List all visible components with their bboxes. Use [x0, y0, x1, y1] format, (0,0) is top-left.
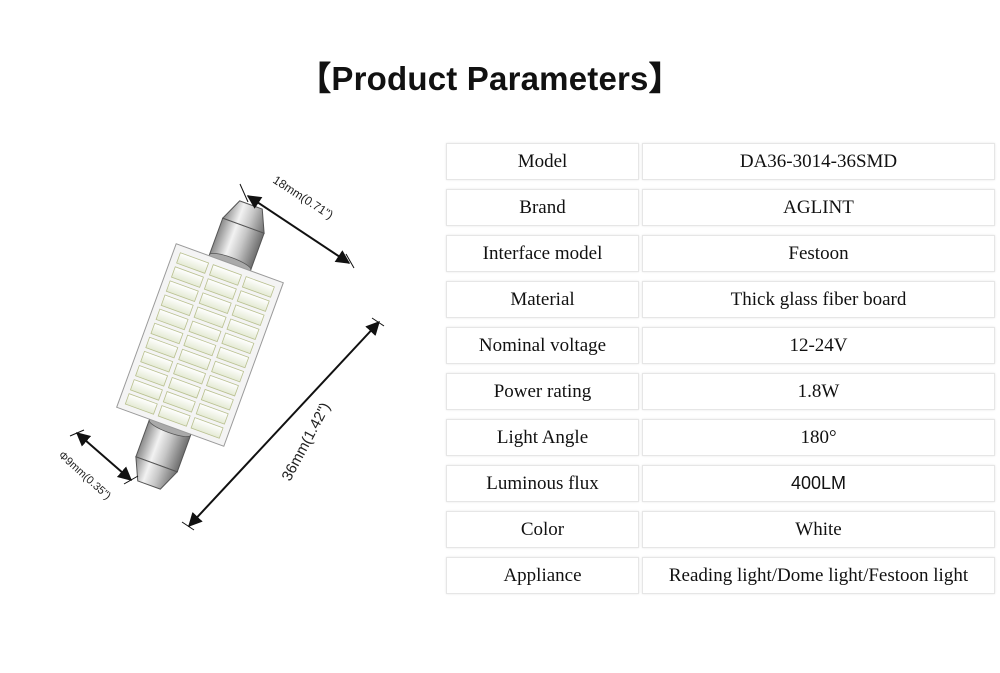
spec-value: White — [642, 511, 995, 548]
spec-label: Nominal voltage — [446, 327, 639, 364]
spec-row-model: Model DA36-3014-36SMD — [446, 143, 995, 180]
spec-row-luminous-flux: Luminous flux 400LM — [446, 465, 995, 502]
spec-value: Thick glass fiber board — [642, 281, 995, 318]
spec-value: Reading light/Dome light/Festoon light — [642, 557, 995, 594]
spec-value: AGLINT — [642, 189, 995, 226]
spec-row-material: Material Thick glass fiber board — [446, 281, 995, 318]
spec-row-light-angle: Light Angle 180° — [446, 419, 995, 456]
page-title: 【Product Parameters】 — [298, 60, 682, 97]
diameter-dimension: Φ9mm(0.35") — [56, 429, 139, 502]
spec-value: 180° — [642, 419, 995, 456]
spec-label: Material — [446, 281, 639, 318]
spec-table: Model DA36-3014-36SMD Brand AGLINT Inter… — [446, 143, 995, 603]
width-label: 18mm(0.71") — [270, 173, 335, 222]
spec-label: Light Angle — [446, 419, 639, 456]
spec-label: Power rating — [446, 373, 639, 410]
spec-row-appliance: Appliance Reading light/Dome light/Festo… — [446, 557, 995, 594]
spec-label: Model — [446, 143, 639, 180]
spec-row-nominal-voltage: Nominal voltage 12-24V — [446, 327, 995, 364]
spec-value: DA36-3014-36SMD — [642, 143, 995, 180]
led-chip-grid — [124, 252, 275, 439]
spec-value: 400LM — [642, 465, 995, 502]
spec-label: Luminous flux — [446, 465, 639, 502]
spec-value: 12-24V — [642, 327, 995, 364]
spec-row-brand: Brand AGLINT — [446, 189, 995, 226]
spec-value: Festoon — [642, 235, 995, 272]
spec-row-interface-model: Interface model Festoon — [446, 235, 995, 272]
length-label: 36mm(1.42") — [279, 400, 334, 484]
spec-row-color: Color White — [446, 511, 995, 548]
spec-value: 1.8W — [642, 373, 995, 410]
spec-label: Color — [446, 511, 639, 548]
spec-label: Appliance — [446, 557, 639, 594]
spec-label: Brand — [446, 189, 639, 226]
spec-label: Interface model — [446, 235, 639, 272]
product-illustration: 18mm(0.71") 36mm(1.42") Φ9mm(0.35") — [56, 173, 385, 531]
spec-row-power-rating: Power rating 1.8W — [446, 373, 995, 410]
